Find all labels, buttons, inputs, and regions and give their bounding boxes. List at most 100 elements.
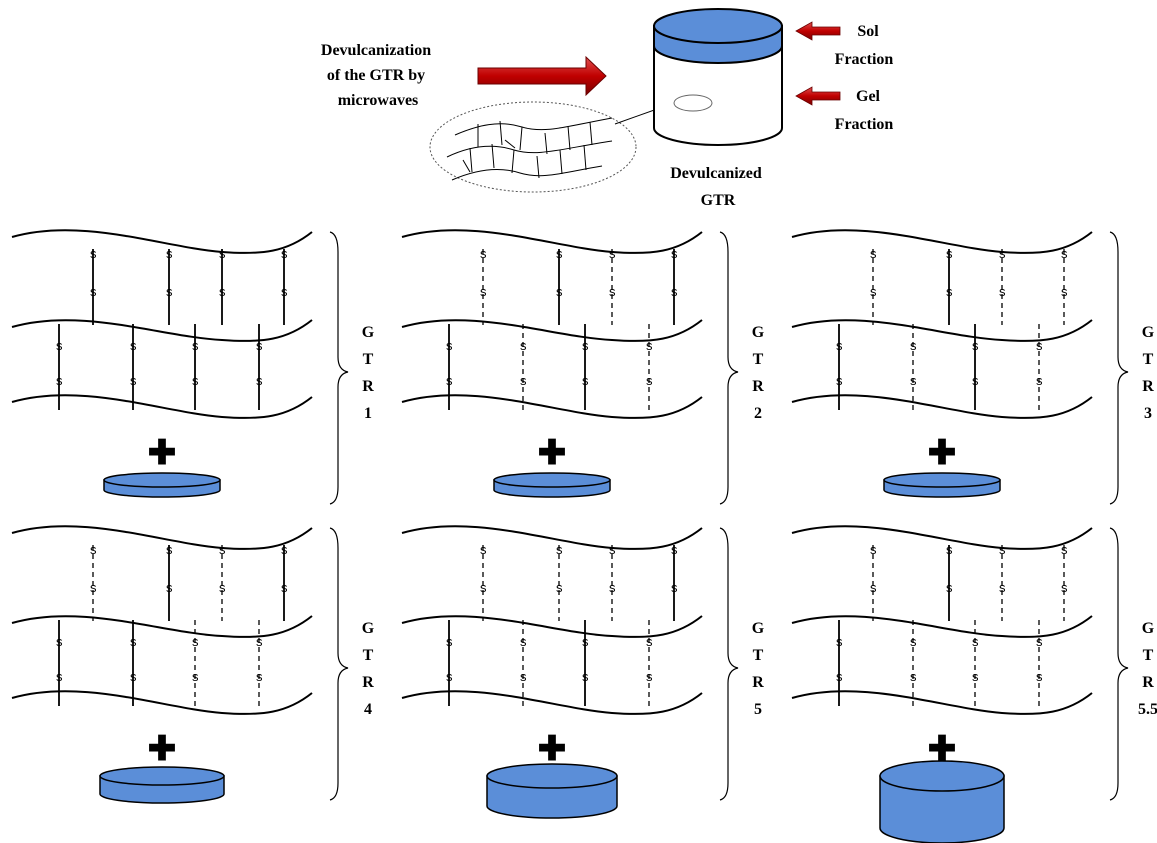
sulfur-label: s — [946, 284, 953, 299]
polymer-chain — [791, 319, 1093, 342]
sulfur-label: s — [556, 542, 563, 557]
panel-label-char: 4 — [364, 701, 372, 718]
sol-disc — [99, 766, 225, 804]
sulfur-label: s — [946, 580, 953, 595]
sulfur-label: s — [219, 246, 226, 261]
sulfur-label: s — [1061, 542, 1068, 557]
sulfur-label: s — [192, 634, 199, 649]
sulfur-label: s — [972, 669, 979, 684]
sulfur-label: s — [999, 542, 1006, 557]
sulfur-label: s — [946, 246, 953, 261]
bracket — [719, 231, 739, 505]
sol-disc — [883, 472, 1001, 498]
sulfur-label: s — [1036, 373, 1043, 388]
magnified-network-ellipse — [429, 101, 637, 193]
sulfur-label: s — [972, 634, 979, 649]
sulfur-label: s — [582, 634, 589, 649]
sulfur-label: s — [480, 284, 487, 299]
sulfur-label: s — [446, 338, 453, 353]
sulfur-label: s — [166, 580, 173, 595]
sulfur-label: s — [609, 580, 616, 595]
sulfur-label: s — [910, 634, 917, 649]
polymer-chain — [11, 229, 313, 254]
plus-icon: ✚ — [148, 731, 177, 768]
sol-arrow — [795, 21, 841, 41]
sulfur-label: s — [1061, 284, 1068, 299]
panel-label-char: T — [363, 351, 374, 368]
sulfur-label: s — [56, 338, 63, 353]
sulfur-label: s — [582, 669, 589, 684]
sulfur-label: s — [219, 542, 226, 557]
devulcanized-gtr-label: Devulcanized GTR — [670, 165, 766, 209]
sulfur-label: s — [1036, 669, 1043, 684]
panel-label-char: G — [752, 620, 765, 637]
sulfur-label: s — [256, 373, 263, 388]
sulfur-label: s — [56, 669, 63, 684]
gel-fraction-label: Gel Fraction — [835, 88, 894, 133]
polymer-chain — [11, 615, 313, 638]
sulfur-label: s — [130, 338, 137, 353]
sulfur-label: s — [556, 284, 563, 299]
sulfur-label: s — [836, 634, 843, 649]
panel-label-char: T — [753, 647, 764, 664]
panel-label-char: R — [1142, 674, 1154, 691]
sulfur-label: s — [646, 338, 653, 353]
polymer-chain — [791, 394, 1093, 419]
sulfur-label: s — [972, 338, 979, 353]
panel-label-char: G — [362, 620, 375, 637]
sulfur-label: s — [446, 669, 453, 684]
sulfur-label: s — [130, 634, 137, 649]
sulfur-label: s — [90, 542, 97, 557]
sample-region — [673, 94, 713, 112]
panel-label-char: T — [1143, 351, 1154, 368]
polymer-chain — [791, 525, 1093, 550]
panel-label-char: R — [362, 674, 374, 691]
bracket — [1109, 231, 1129, 505]
bracket — [329, 231, 349, 505]
bracket — [719, 527, 739, 801]
sulfur-label: s — [646, 373, 653, 388]
sulfur-label: s — [446, 373, 453, 388]
sulfur-label: s — [671, 284, 678, 299]
sulfur-label: s — [256, 634, 263, 649]
sulfur-label: s — [256, 338, 263, 353]
panel-label-char: G — [1142, 620, 1155, 637]
sulfur-label: s — [281, 542, 288, 557]
bracket — [1109, 527, 1129, 801]
sol-disc — [486, 763, 618, 819]
panel-label-char: R — [752, 674, 764, 691]
sulfur-label: s — [520, 338, 527, 353]
sulfur-label: s — [56, 634, 63, 649]
panel-label-char: T — [753, 351, 764, 368]
panel-label-char: G — [362, 324, 375, 341]
sulfur-label: s — [90, 284, 97, 299]
sulfur-label: s — [281, 284, 288, 299]
polymer-chain — [11, 394, 313, 419]
sulfur-label: s — [520, 373, 527, 388]
polymer-chain — [791, 615, 1093, 638]
sulfur-label: s — [999, 246, 1006, 261]
sulfur-label: s — [671, 580, 678, 595]
header: Devulcanization of the GTR by microwaves — [321, 8, 894, 209]
sulfur-label: s — [192, 669, 199, 684]
polymer-chain — [11, 690, 313, 715]
sulfur-label: s — [219, 284, 226, 299]
sulfur-label: s — [910, 338, 917, 353]
sulfur-label: s — [671, 246, 678, 261]
sol-fraction-label: Sol Fraction — [835, 23, 894, 68]
sulfur-label: s — [520, 634, 527, 649]
rubber-network — [446, 117, 613, 181]
panel-label-char: T — [363, 647, 374, 664]
sulfur-label: s — [946, 542, 953, 557]
sulfur-label: s — [836, 669, 843, 684]
sulfur-label: s — [646, 669, 653, 684]
sulfur-label: s — [480, 246, 487, 261]
panels: ssssssssssssssssGTR1✚ssssssssssssssssGTR… — [11, 229, 1157, 843]
sulfur-label: s — [256, 669, 263, 684]
panel-label-char: 2 — [754, 405, 762, 422]
